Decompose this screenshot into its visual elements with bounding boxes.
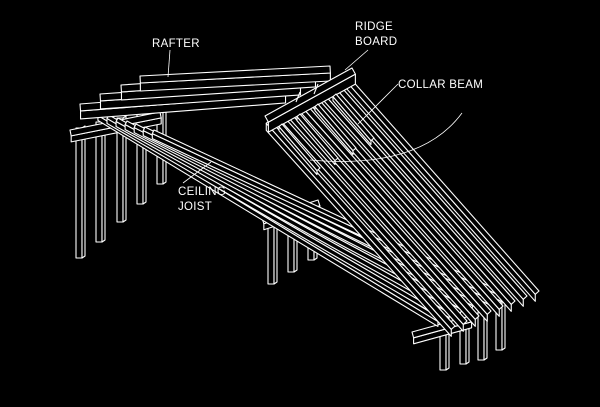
collar-beam-tick-2 <box>313 83 319 95</box>
ceiling-joist-label-line1: CEILING <box>178 186 226 198</box>
front-post-1-side <box>273 219 278 285</box>
ridge-board-label-line2: BOARD <box>355 36 397 48</box>
rafter-label: RAFTER <box>152 38 200 50</box>
front-rafter-1-top <box>265 119 456 330</box>
ridge-board-label-line1: RIDGE <box>355 21 393 33</box>
left-post-1-side <box>81 125 86 259</box>
collar-beam-label: COLLAR BEAM <box>398 79 483 91</box>
posts-left <box>75 109 167 259</box>
ceiling-joist-label-line2: JOIST <box>178 201 212 213</box>
ridge-board-leader <box>344 49 369 71</box>
collar-beam-arc <box>309 112 463 162</box>
collar-beam-2-top <box>296 113 339 162</box>
rafters-back <box>79 65 331 120</box>
left-post-2-side <box>101 119 106 243</box>
front-post-6-front <box>477 311 485 361</box>
ridge-board-member-top <box>264 67 356 123</box>
collar-beam-4-top <box>332 93 375 142</box>
collar-beam-tick-1 <box>295 91 301 103</box>
rafters-front-slope <box>265 77 540 337</box>
front-post-7-side <box>501 299 506 351</box>
ridge-board <box>264 67 356 133</box>
left-post-1-front <box>75 127 83 259</box>
collar-beam-3-top <box>314 103 357 152</box>
back-rafter-4-top <box>139 65 331 84</box>
rafter-leader <box>167 49 171 78</box>
ceiling-joist-leader <box>182 161 212 184</box>
collar-beam-leader <box>357 83 399 125</box>
collar-beam-1-top <box>278 123 321 172</box>
leader-lines <box>167 49 463 184</box>
left-post-2-front <box>95 121 103 243</box>
front-post-1-front <box>267 221 275 285</box>
collar-beams <box>278 83 375 176</box>
left-post-3-side <box>122 115 127 223</box>
